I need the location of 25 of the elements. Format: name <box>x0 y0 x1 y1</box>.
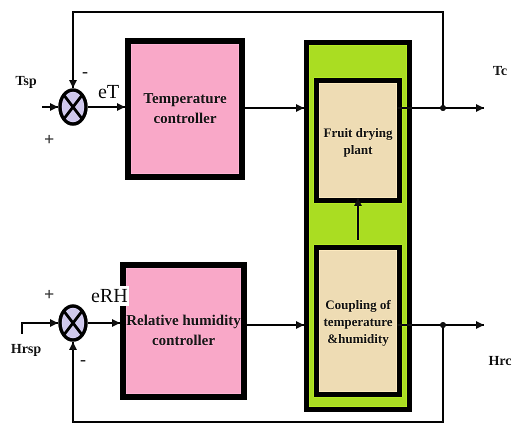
sign-label: + <box>44 285 54 303</box>
system-block <box>304 40 412 412</box>
arrow <box>245 104 304 112</box>
signal-name: Tsp <box>15 73 37 91</box>
signal-name: Hrsp <box>10 341 42 359</box>
block <box>125 38 245 180</box>
sign-label: - <box>82 62 88 80</box>
block-label: Fruit drying plant <box>322 124 394 158</box>
edge-label: eRH <box>90 286 129 306</box>
signal-name: Tc <box>492 63 508 81</box>
summing-junction <box>58 88 88 126</box>
arrow <box>21 319 58 334</box>
arrow <box>247 321 304 329</box>
arrow <box>88 103 125 111</box>
block-label: Temperature controller <box>142 90 228 129</box>
sign-label: - <box>80 350 86 368</box>
block <box>314 78 402 203</box>
signal-name: Hrc <box>488 353 512 371</box>
arrow <box>88 319 120 327</box>
block <box>314 245 402 397</box>
block-label: Coupling of temperature &humidity <box>322 296 394 346</box>
arrow <box>42 103 58 111</box>
sign-label: + <box>44 130 54 148</box>
summing-junction <box>58 304 88 342</box>
block-label: Relative humidity controller <box>126 312 241 351</box>
